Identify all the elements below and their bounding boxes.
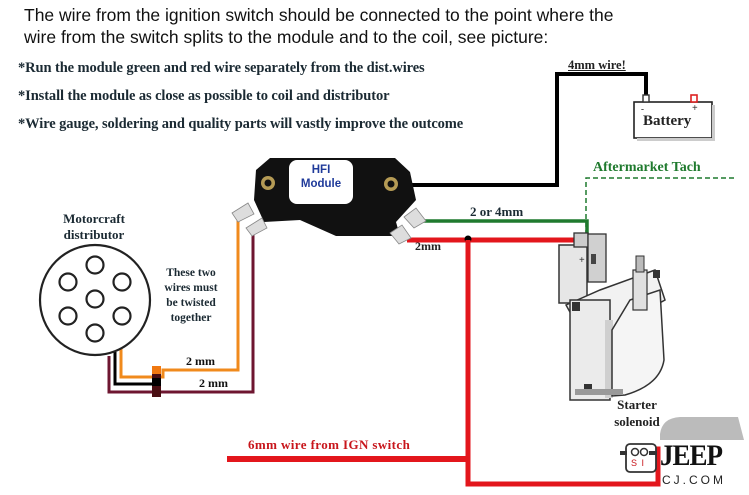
intro-line-1: The wire from the ignition switch should… [24,5,614,25]
intro-line-2: wire from the switch splits to the modul… [24,27,549,47]
hfi-module-icon [231,158,427,245]
watermark-jeep: JEEP [660,438,723,472]
note-3: *Wire gauge, soldering and quality parts… [18,116,464,132]
distributor-icon [38,243,152,357]
ign-wire-label: 6mm wire from IGN switch [248,437,411,452]
battery-icon [633,94,715,141]
maroon-wire [107,232,255,394]
solenoid-label: Starter solenoid [614,397,660,429]
watermark-swoosh [660,417,744,440]
module-label: HFI Module [300,164,342,190]
watermark-domain: CJ.COM [662,473,726,487]
maroon-wire-label: 2 mm [199,376,228,390]
solenoid-terminals: S I [631,458,646,468]
coil-plus: + [579,255,585,266]
note-1: *Run the module green and red wire separ… [18,60,425,76]
tach-wire [585,177,735,235]
ignition-coil-icon [558,232,666,401]
distributor-label: Motorcraft distributor [63,211,125,242]
battery-negative: - [641,104,644,114]
battery-positive: + [692,103,698,114]
red-wire-label: 2mm [415,239,441,253]
starter-solenoid-icon [620,443,657,473]
black-dist-wire [113,352,155,386]
note-2: *Install the module as close as possible… [18,88,390,104]
battery-wire-label: 4mm wire! [568,58,626,72]
tach-label: Aftermarket Tach [593,160,701,175]
orange-wire [119,216,240,379]
twist-note: These two wires must be twisted together [164,267,218,324]
intro-text: The wire from the ignition switch should… [24,4,614,48]
battery-wire [410,72,648,187]
green-wire-label: 2 or 4mm [470,204,524,219]
orange-wire-label: 2 mm [186,354,215,368]
battery-label: Battery [643,113,692,129]
